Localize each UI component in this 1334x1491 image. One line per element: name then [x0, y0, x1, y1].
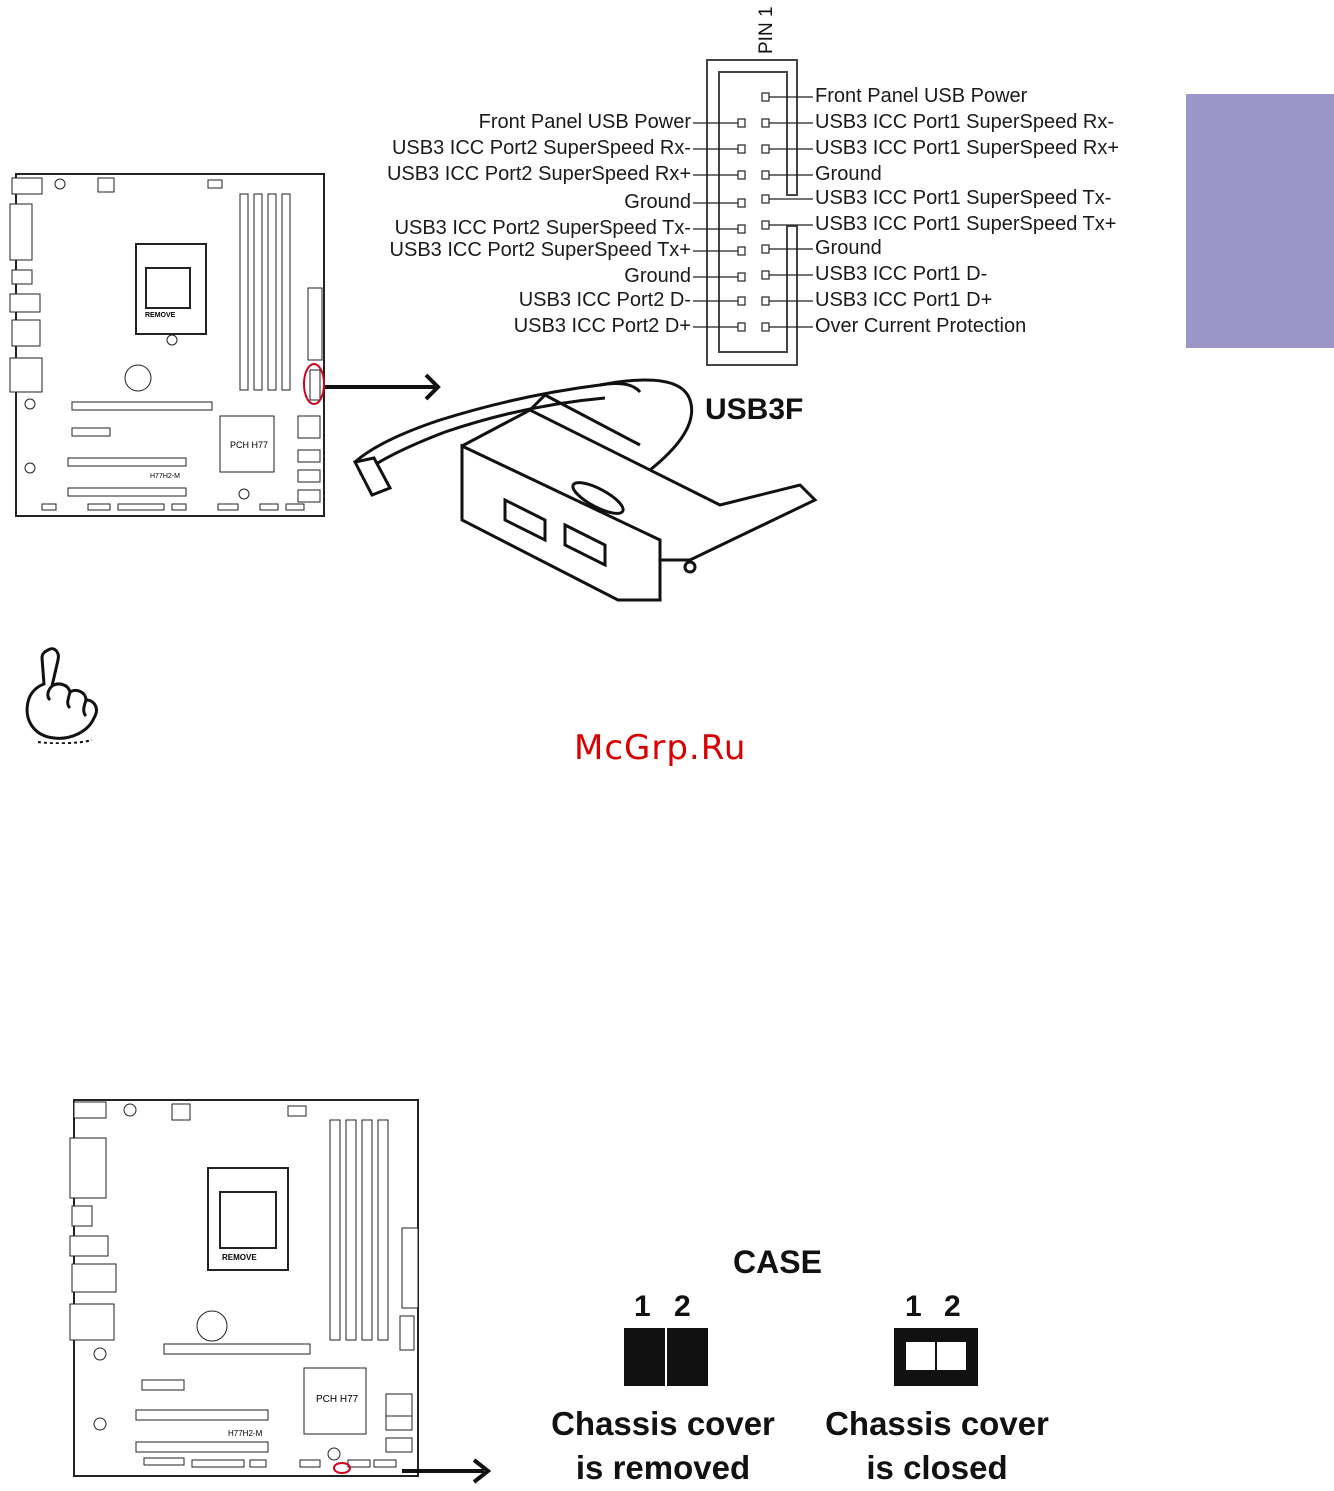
case-highlight — [333, 1462, 351, 1474]
pin-label-right: USB3 ICC Port1 D- — [815, 263, 988, 285]
section-tab — [1186, 94, 1334, 348]
note-hand-icon — [25, 647, 98, 744]
remove-label-bottom: REMOVE — [222, 1253, 257, 1262]
pin-left-5 — [737, 224, 746, 234]
model-label-bottom: H77H2-M — [228, 1429, 263, 1438]
pin-left-9 — [737, 322, 746, 332]
caption-closed-line1: Chassis cover — [825, 1405, 1049, 1442]
pin-right-4 — [761, 170, 770, 180]
motherboard-bottom: REMOVE PCH H77 H77H2-M — [69, 1099, 419, 1477]
case-title: CASE — [733, 1244, 822, 1280]
jumper-removed — [624, 1328, 708, 1386]
usb3f-highlight — [303, 363, 325, 405]
pin-label-left: Ground — [624, 265, 691, 287]
chip-label-bottom: PCH H77 — [316, 1394, 359, 1405]
pin-label-left: USB3 ICC Port2 SuperSpeed Tx+ — [389, 239, 691, 261]
pin-left-1 — [737, 118, 746, 128]
pin-label-right: USB3 ICC Port1 SuperSpeed Tx+ — [815, 213, 1117, 235]
pin-right-6 — [761, 220, 770, 230]
pin-label-left: Front Panel USB Power — [478, 111, 691, 133]
pin-right-7 — [761, 244, 770, 254]
pin-right-8 — [761, 270, 770, 280]
case-closed-pin1: 1 — [905, 1290, 922, 1323]
pin-label-left: USB3 ICC Port2 SuperSpeed Rx+ — [386, 163, 691, 185]
caption-closed-line2: is closed — [866, 1449, 1008, 1486]
pin-label-right: USB3 ICC Port1 SuperSpeed Rx+ — [815, 137, 1120, 159]
pin-label-right: Ground — [815, 163, 882, 185]
pin-left-4 — [737, 198, 746, 208]
pin-label-left: USB3 ICC Port2 SuperSpeed Rx- — [391, 137, 691, 159]
pin-label-left: USB3 ICC Port2 D+ — [513, 315, 691, 337]
usb3-bracket-illustration — [352, 378, 818, 602]
case-pointer-arrow — [402, 1458, 492, 1484]
pin-label-right: USB3 ICC Port1 SuperSpeed Rx- — [815, 111, 1115, 133]
connector-title: USB3F — [705, 393, 804, 426]
model-label-top: H77H2-M — [150, 473, 180, 480]
pin-left-2 — [737, 144, 746, 154]
pin-right-10 — [761, 322, 770, 332]
pin-label-left: Ground — [624, 191, 691, 213]
pin-label-left: USB3 ICC Port2 D- — [518, 289, 691, 311]
pin-label-left: USB3 ICC Port2 SuperSpeed Tx- — [394, 217, 691, 239]
pin-right-9 — [761, 296, 770, 306]
pin-label-right: USB3 ICC Port1 SuperSpeed Tx- — [815, 187, 1112, 209]
case-removed-pin1: 1 — [634, 1290, 651, 1323]
caption-removed-line1: Chassis cover — [551, 1405, 775, 1442]
case-removed-pin2: 2 — [674, 1290, 691, 1323]
pin-label-right: USB3 ICC Port1 D+ — [815, 289, 993, 311]
pin-right-3 — [761, 144, 770, 154]
motherboard-top: REMOVE PCH H77 H77H2-M — [9, 173, 325, 517]
pin-label-right: Ground — [815, 237, 882, 259]
jumper-closed — [894, 1328, 978, 1386]
caption-removed-line2: is removed — [575, 1449, 751, 1486]
pin-left-6 — [737, 246, 746, 256]
pin-left-3 — [737, 170, 746, 180]
pin1-label: PIN 1 — [756, 6, 777, 54]
usb3f-pinout-diagram — [322, 59, 818, 602]
remove-label: REMOVE — [145, 312, 176, 319]
pin-right-1 — [761, 92, 770, 102]
pin-right-5 — [761, 194, 770, 204]
watermark-text: McGrp.Ru — [574, 728, 747, 768]
pin-left-8 — [737, 296, 746, 306]
caption-closed: Chassis cover is closed — [806, 1402, 1068, 1490]
pin-label-right: Front Panel USB Power — [815, 85, 1028, 107]
caption-removed: Chassis cover is removed — [532, 1402, 794, 1490]
pin-label-right: Over Current Protection — [815, 315, 1027, 337]
case-closed-pin2: 2 — [944, 1290, 961, 1323]
pin-right-2 — [761, 118, 770, 128]
chip-label-top: PCH H77 — [230, 440, 268, 450]
pin-left-7 — [737, 272, 746, 282]
connector-shroud — [706, 59, 798, 366]
